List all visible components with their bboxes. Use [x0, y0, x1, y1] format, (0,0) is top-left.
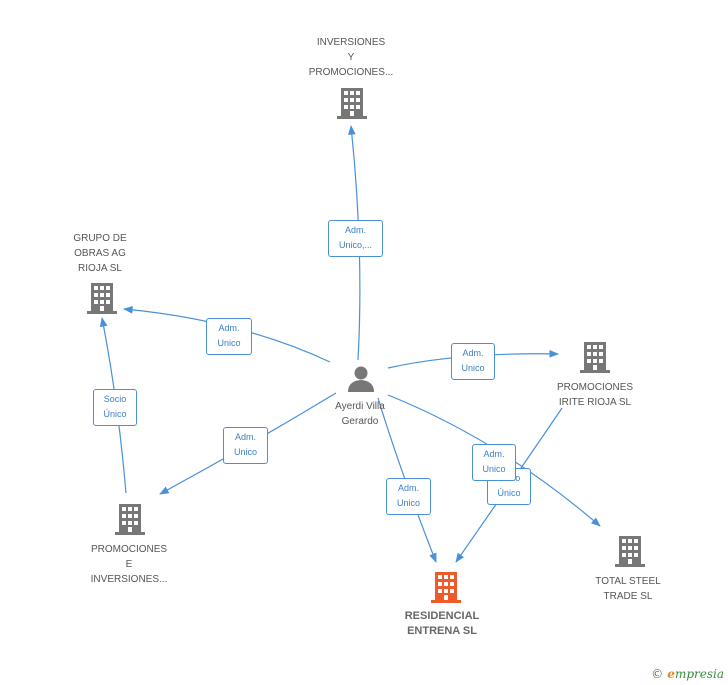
company-label-promociones-irite[interactable]: PROMOCIONES IRITE RIOJA SL — [556, 382, 634, 408]
building-icon[interactable] — [87, 283, 117, 314]
company-label-residencial-entrena[interactable]: RESIDENCIAL ENTRENA SL — [404, 610, 480, 637]
building-icon[interactable] — [615, 536, 645, 567]
building-icon[interactable] — [115, 504, 145, 535]
edge-label-to-grupo[interactable]: Adm. Unico — [206, 318, 252, 355]
edge-person-to-residencial — [377, 397, 437, 563]
company-label-grupo-obras[interactable]: GRUPO DE OBRAS AG RIOJA SL — [73, 233, 127, 274]
edge-label-to-total-steel[interactable]: Adm. Unico — [472, 444, 516, 481]
edge-label-to-irite[interactable]: Adm. Unico — [451, 343, 495, 380]
edge-label-to-inversiones[interactable]: Adm. Unico,... — [328, 220, 383, 257]
edge-label-prom-inv-to-grupo[interactable]: Socio Único — [93, 389, 137, 426]
brand-name: mpresia — [674, 667, 724, 681]
edge-label-to-prom-inv[interactable]: Adm. Unico — [223, 427, 268, 464]
edge-label-to-residencial[interactable]: Adm. Unico — [386, 478, 431, 515]
company-label-inversiones-promociones[interactable]: INVERSIONES Y PROMOCIONES... — [308, 37, 394, 78]
building-icon[interactable] — [431, 572, 461, 603]
company-label-total-steel[interactable]: TOTAL STEEL TRADE SL — [595, 576, 661, 602]
copyright-icon: © — [651, 667, 664, 681]
company-label-promociones-inversiones[interactable]: PROMOCIONES E INVERSIONES... — [90, 544, 168, 585]
person-icon[interactable] — [348, 366, 374, 393]
brand-e: e — [667, 667, 675, 681]
building-icon[interactable] — [337, 88, 367, 119]
empresia-brand[interactable]: ©empresia — [651, 667, 724, 681]
building-icon[interactable] — [580, 342, 610, 373]
person-label[interactable]: Ayerdi Villa Gerardo — [335, 401, 385, 427]
